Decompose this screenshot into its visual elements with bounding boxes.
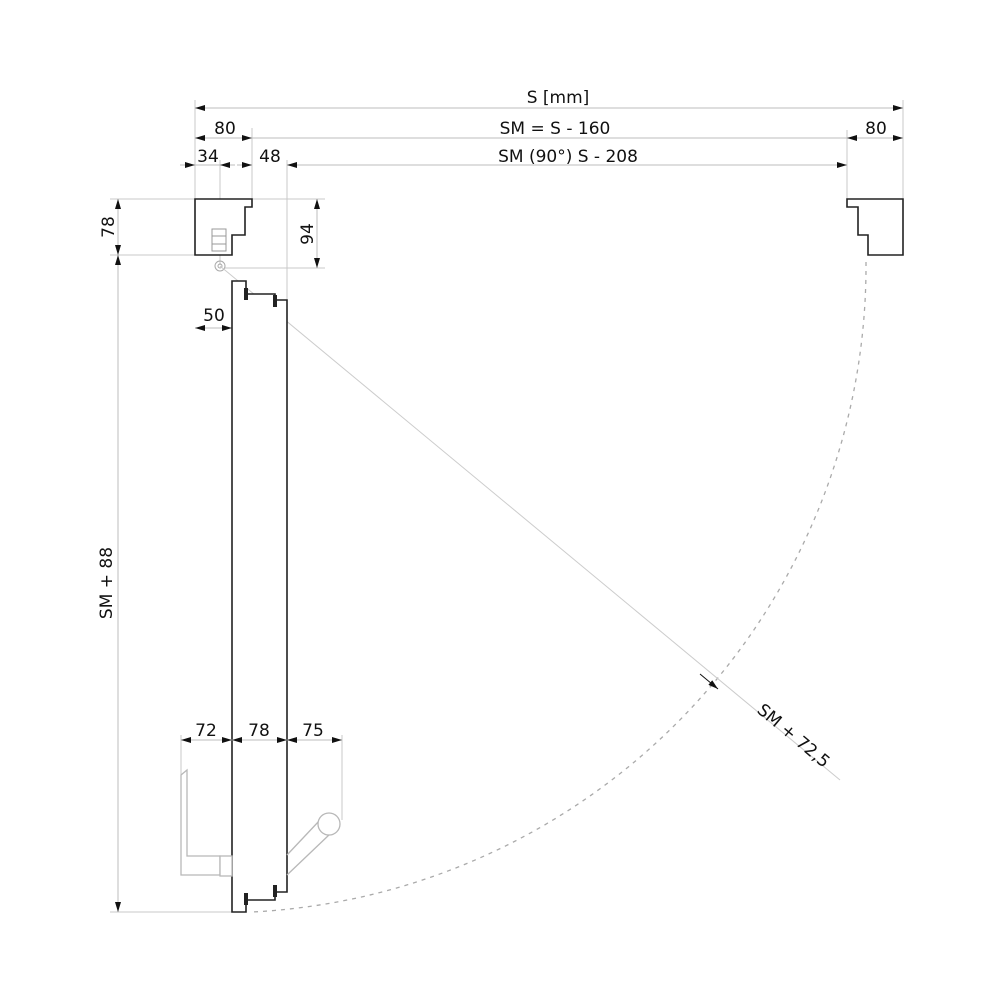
dim-94-label: 94 xyxy=(298,223,318,245)
dim-34-label: 34 xyxy=(197,147,219,167)
wall-right-width-label: 80 xyxy=(865,119,887,139)
sm-formula-label: SM = S - 160 xyxy=(500,119,611,139)
left-wall-profile xyxy=(194,198,253,256)
door-thickness-label: 78 xyxy=(248,721,270,741)
dim-48-label: 48 xyxy=(259,147,281,167)
swing-radius-label: SM + 72,5 xyxy=(753,700,834,772)
hinge-icon xyxy=(211,228,227,272)
outside-handle-icon xyxy=(286,812,341,876)
door-swing-arc xyxy=(251,261,867,913)
dimension-94: 94 xyxy=(298,199,320,268)
right-wall-profile xyxy=(846,198,904,256)
door-stops xyxy=(244,288,277,905)
sm90-formula-label: SM (90°) S - 208 xyxy=(498,147,638,167)
overall-width-label: S [mm] xyxy=(527,88,590,108)
handle-inside-label: 72 xyxy=(195,721,217,741)
door-height-label: SM + 88 xyxy=(97,547,117,619)
dimension-door-height: SM + 88 xyxy=(97,255,121,912)
dimension-sm90: 34 48 SM (90°) S - 208 xyxy=(180,147,847,168)
dim-78-wall-label: 78 xyxy=(99,216,119,238)
dimension-50: 50 xyxy=(195,306,232,331)
dimension-overall: S [mm] xyxy=(195,88,903,111)
door-leaf xyxy=(231,280,288,913)
wall-left-width-label: 80 xyxy=(214,119,236,139)
dim-50-label: 50 xyxy=(203,306,225,326)
dimension-78-wall: 78 xyxy=(99,199,121,255)
inside-handle-icon xyxy=(180,768,233,877)
dimension-swing-radius: SM + 72,5 xyxy=(219,265,841,781)
dimension-sm: 80 SM = S - 160 80 xyxy=(195,119,903,141)
dimension-handles: 72 78 75 xyxy=(181,721,342,743)
handle-outside-label: 75 xyxy=(302,721,324,741)
